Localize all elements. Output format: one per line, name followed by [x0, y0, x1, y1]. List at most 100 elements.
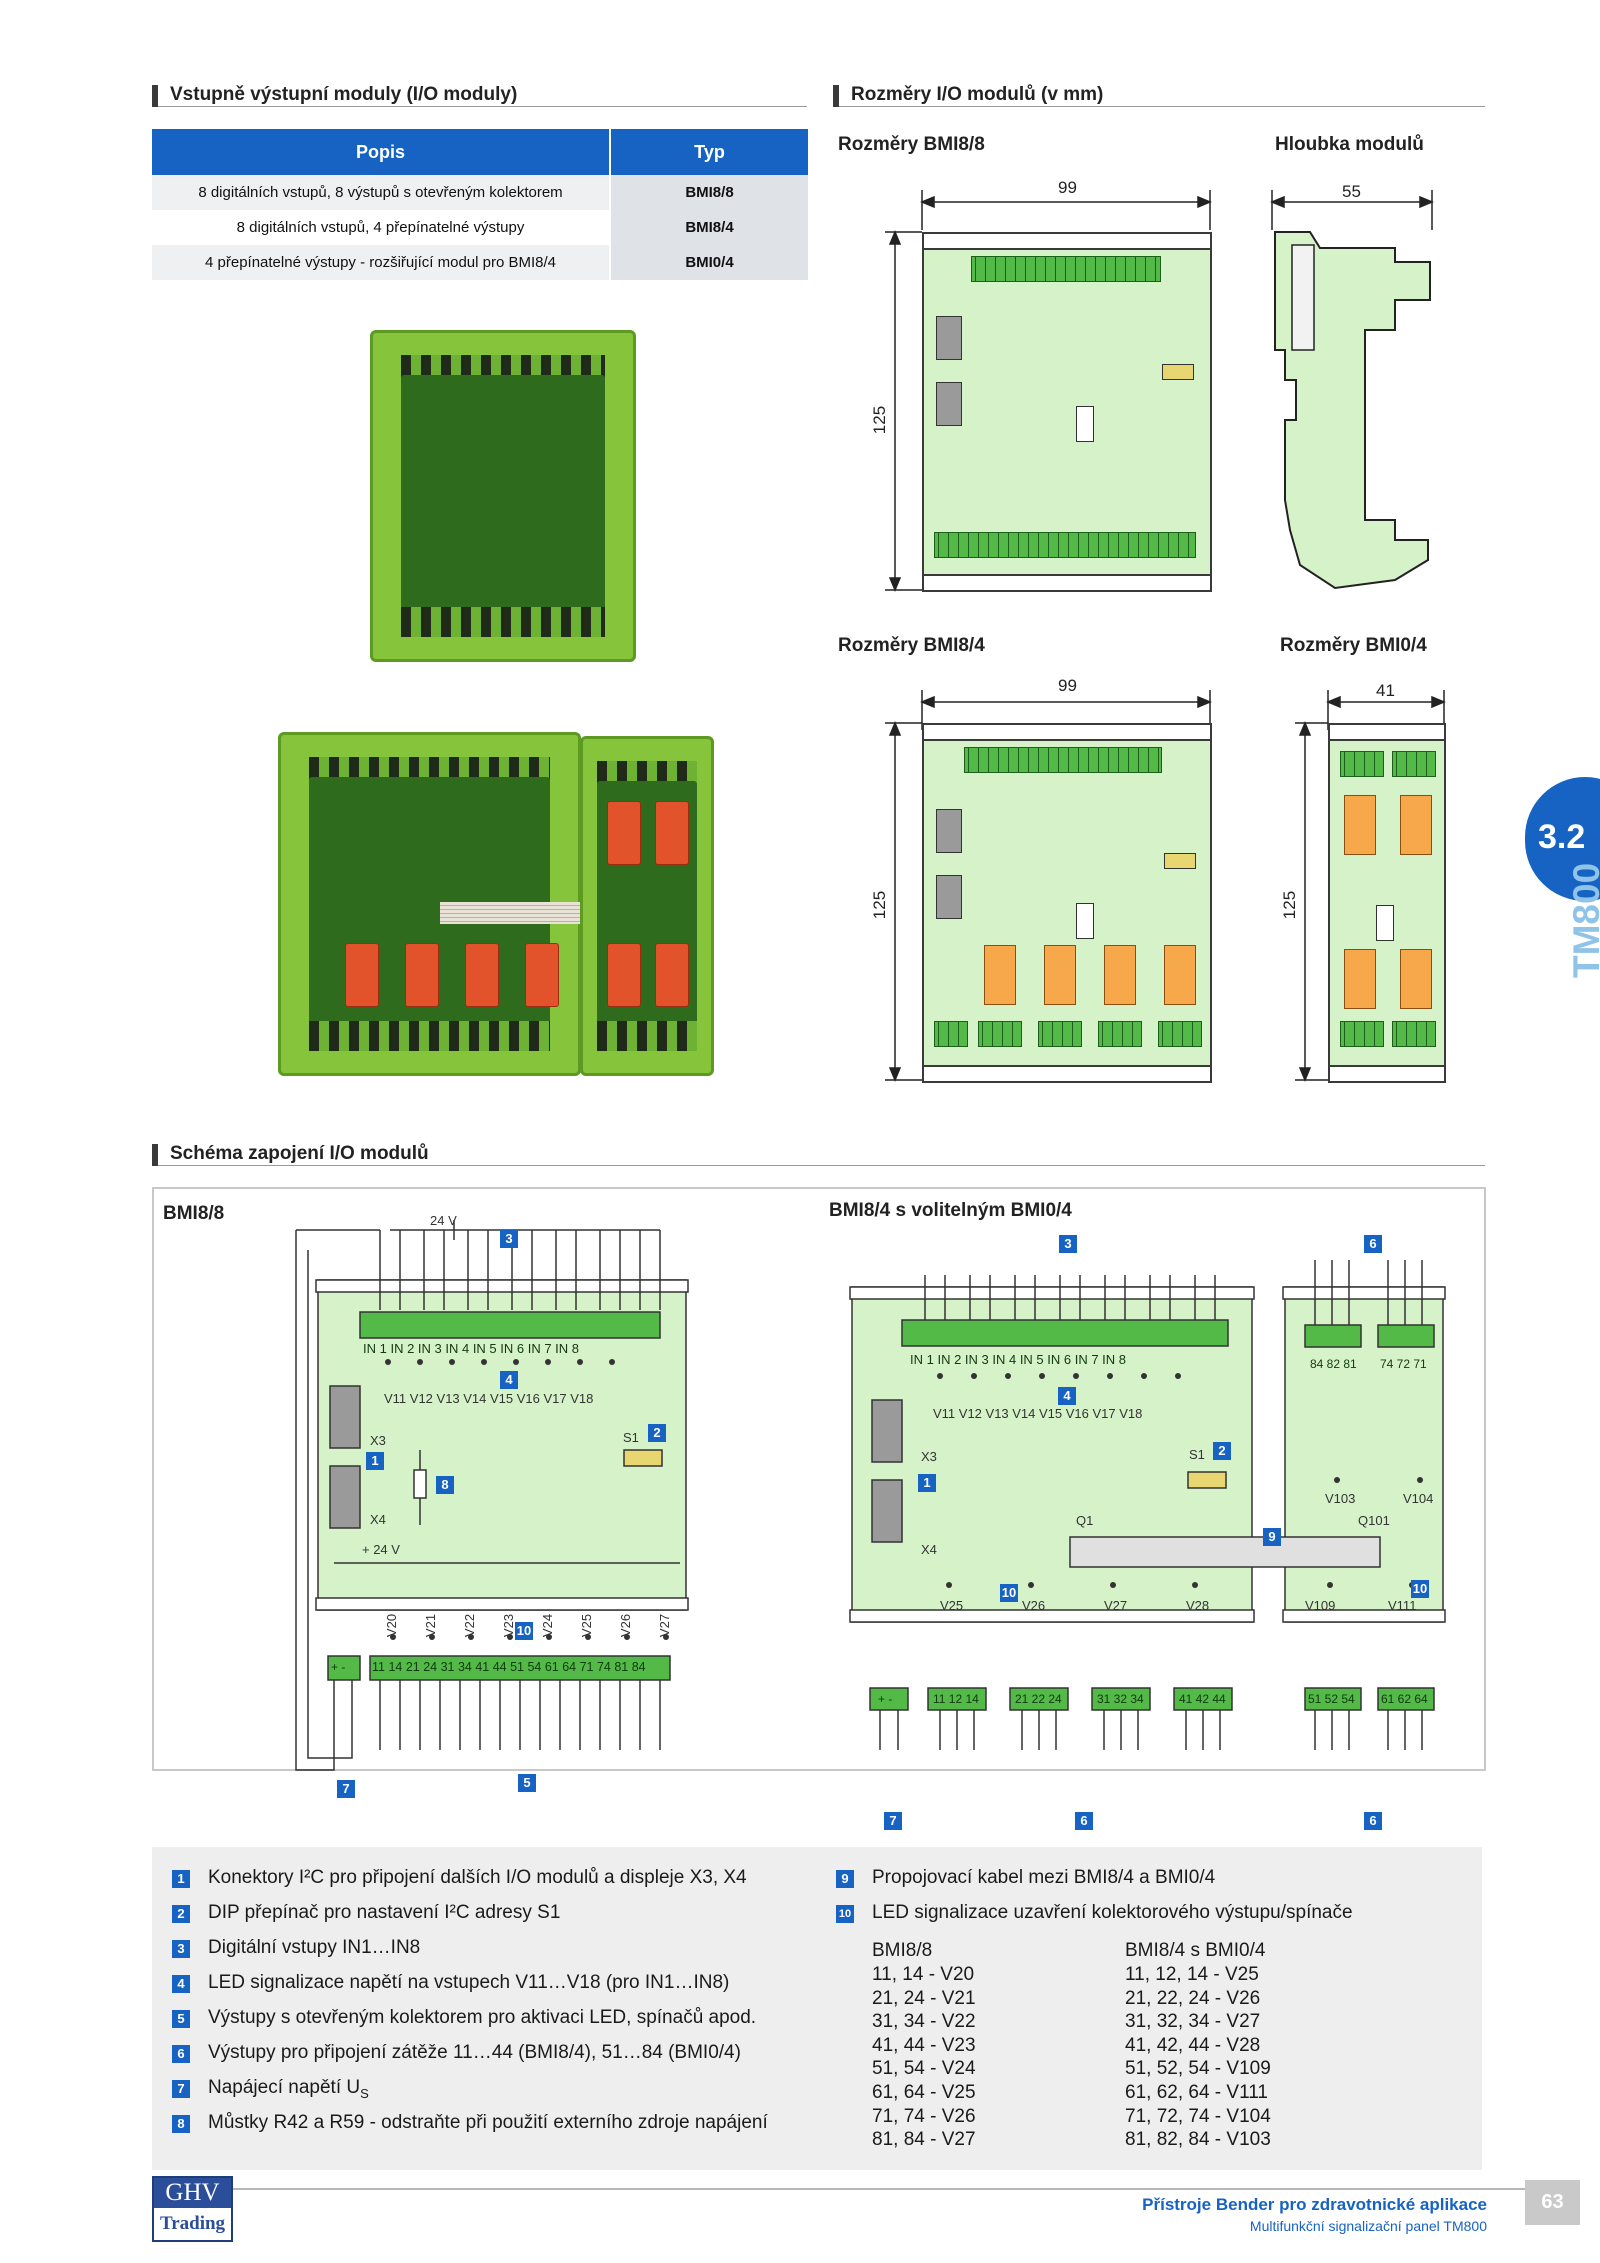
mapping-row: 31, 32, 34 - V27	[1125, 2011, 1261, 2033]
output-group-label: 11 12 14	[933, 1692, 979, 1706]
led-v20-label: V20	[384, 1613, 400, 1638]
circuit-board	[401, 375, 605, 617]
table-cell-popis: 8 digitálních vstupů, 4 přepínatelné výs…	[152, 210, 611, 245]
legend-text: Napájecí napětí US	[208, 2077, 369, 2101]
section-title: Rozměry I/O modulů (v mm)	[851, 84, 1104, 105]
dip-switch	[1164, 853, 1196, 869]
page-number: 63	[1525, 2180, 1580, 2225]
marker-4: 4	[500, 1371, 518, 1389]
legend-text: Konektory I²C pro připojení dalších I/O …	[208, 1867, 747, 1888]
section-wiring: Schéma zapojení I/O modulů	[152, 1143, 1485, 1166]
dim-title-bmi84: Rozměry BMI8/4	[838, 635, 985, 656]
connector-x4-label: X4	[921, 1542, 937, 1557]
dim-height-bmi04: 125	[1280, 890, 1300, 920]
legend-number: 2	[172, 1905, 190, 1923]
legend-text: DIP přepínač pro nastavení I²C adresy S1	[208, 1902, 561, 1923]
output-group-label: 41 42 44	[1179, 1692, 1226, 1706]
mapping-list-bmi88: 11, 14 - V20 21, 24 - V21 31, 34 - V22 4…	[872, 1963, 976, 2152]
marker-8: 8	[436, 1476, 454, 1494]
section-title: Vstupně výstupní moduly (I/O moduly)	[170, 84, 518, 105]
ic-chip	[1376, 905, 1394, 941]
section-dimensions: Rozměry I/O modulů (v mm)	[833, 84, 1485, 107]
mapping-row: 51, 52, 54 - V109	[1125, 2058, 1271, 2080]
supply-terminal-label: + -	[878, 1692, 893, 1706]
marker-10: 10	[1000, 1584, 1018, 1602]
mapping-head-bmi84: BMI8/4 s BMI0/4	[1125, 1940, 1266, 1961]
ext-input-labels: 74 72 71	[1380, 1357, 1427, 1371]
legend-number: 10	[836, 1905, 854, 1923]
led-v24-label: V24	[540, 1613, 556, 1638]
legend-number: 6	[172, 2045, 190, 2063]
output-group-label: 61 62 64	[1381, 1692, 1428, 1706]
footer-title: Přístroje Bender pro zdravotnické aplika…	[1142, 2195, 1487, 2214]
ext-input-labels: 84 82 81	[1310, 1357, 1357, 1371]
led-v21-label: V21	[423, 1613, 439, 1638]
mapping-row: 61, 64 - V25	[872, 2081, 976, 2103]
led-v27-label: V27	[657, 1613, 673, 1638]
relay-led-v25: V25	[940, 1598, 964, 1613]
ghv-logo: GHV Trading	[152, 2176, 233, 2242]
ext-led-v103: V103	[1325, 1491, 1356, 1506]
mapping-row: 21, 24 - V21	[872, 1987, 976, 2009]
q101-label: Q101	[1358, 1513, 1390, 1528]
bmi04-drawing	[1328, 723, 1446, 1083]
led-v25-label: V25	[579, 1613, 595, 1638]
relay	[655, 943, 689, 1007]
marker-3: 3	[500, 1230, 518, 1248]
output-terminals	[1158, 1021, 1202, 1047]
section-io-modules: Vstupně výstupní moduly (I/O moduly)	[152, 84, 807, 107]
table-row: 4 přepínatelné výstupy - rozšiřující mod…	[152, 245, 808, 280]
relay-led-v28: V28	[1186, 1598, 1210, 1613]
legend-text: LED signalizace uzavření kolektorového v…	[872, 1902, 1353, 1923]
legend-number: 5	[172, 2010, 190, 2028]
marker-5: 5	[518, 1774, 536, 1792]
din-rail-bottom	[1328, 1065, 1446, 1083]
connector-x4	[936, 382, 962, 426]
mapping-row: 81, 82, 84 - V103	[1125, 2129, 1271, 2151]
dim-title-depth: Hloubka modulů	[1275, 134, 1424, 155]
legend-text: Můstky R42 a R59 - odstraňte při použití…	[208, 2112, 768, 2133]
relay	[984, 945, 1016, 1005]
legend-number: 8	[172, 2115, 190, 2133]
dip-switch-label: S1	[1189, 1447, 1205, 1462]
supply-label: 24 V	[430, 1213, 457, 1228]
legend-number: 4	[172, 1975, 190, 1993]
legend-number: 9	[836, 1870, 854, 1888]
dim-width-bmi04: 41	[1376, 681, 1395, 700]
marker-7: 7	[337, 1780, 355, 1798]
wiring-schematic	[295, 1220, 1446, 1771]
input-terminals	[1392, 751, 1436, 777]
relay	[1344, 795, 1376, 855]
output-group-label: 31 32 34	[1097, 1692, 1144, 1706]
marker-10: 10	[1411, 1580, 1429, 1598]
marker-2: 2	[648, 1424, 666, 1442]
relay-led-v27: V27	[1104, 1598, 1128, 1613]
output-terminals	[1098, 1021, 1142, 1047]
connector-x3-label: X3	[921, 1449, 937, 1464]
legend-text: Digitální vstupy IN1…IN8	[208, 1937, 421, 1958]
footer-subtitle: Multifunkční signalizační panel TM800	[1249, 2218, 1487, 2234]
relay	[1344, 949, 1376, 1009]
bmi88-photo	[370, 330, 636, 662]
dimension-lines	[885, 190, 1446, 1082]
ic-chip	[1076, 406, 1094, 442]
dip-switch-label: S1	[623, 1430, 639, 1445]
marker-1: 1	[918, 1474, 936, 1492]
marker-2: 2	[1213, 1442, 1231, 1460]
ext-led-v111: V111	[1388, 1598, 1417, 1613]
terminal-strip-bottom	[309, 1021, 550, 1051]
table-row: 8 digitálních vstupů, 8 výstupů s otevře…	[152, 175, 808, 210]
mapping-head-bmi88: BMI8/8	[872, 1940, 933, 1961]
output-terminals	[978, 1021, 1022, 1047]
relay	[1400, 949, 1432, 1009]
din-rail-top	[922, 232, 1212, 250]
led-v22-label: V22	[462, 1613, 478, 1638]
marker-7: 7	[884, 1812, 902, 1830]
output-terminal-labels: 11 14 21 24 31 34 41 44 51 54 61 64 71 7…	[372, 1660, 646, 1674]
marker-6: 6	[1364, 1235, 1382, 1253]
dim-width-depth: 55	[1342, 182, 1361, 201]
dim-title-bmi04: Rozměry BMI0/4	[1280, 635, 1427, 656]
mapping-row: 51, 54 - V24	[872, 2058, 976, 2080]
section-title: Schéma zapojení I/O modulů	[170, 1143, 429, 1164]
led-v26-label: V26	[618, 1613, 634, 1638]
